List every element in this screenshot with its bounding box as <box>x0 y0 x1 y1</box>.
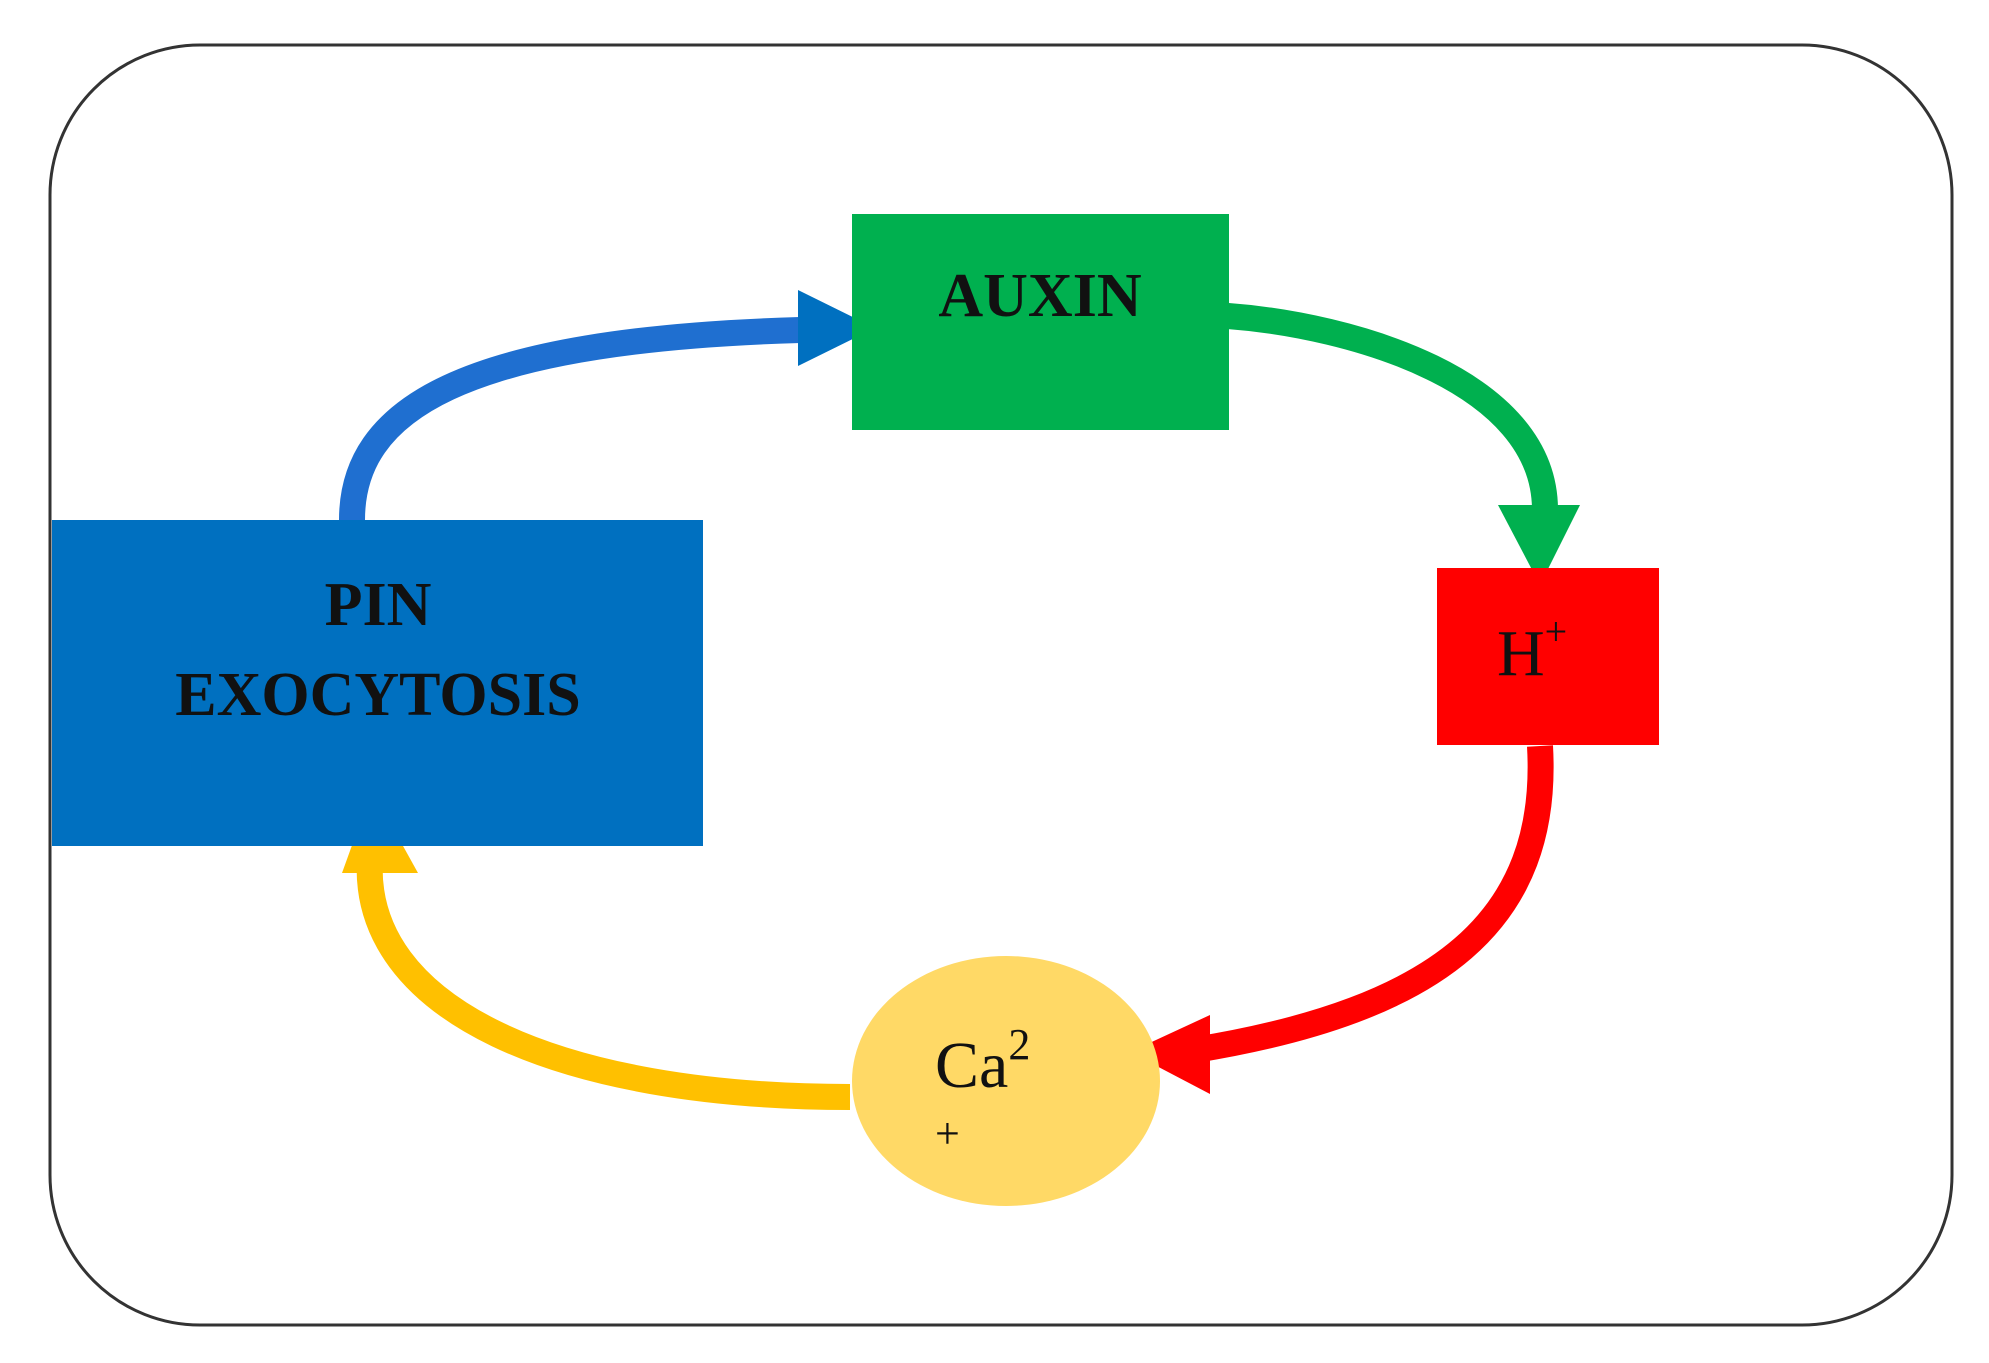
node-proton: H+ <box>1437 568 1659 745</box>
auxin-box <box>852 214 1229 430</box>
edge-pin-to-auxin <box>339 290 875 521</box>
proton-box <box>1437 568 1659 745</box>
proton-label-sup: + <box>1545 609 1568 654</box>
edge-auxin-to-proton <box>1227 303 1580 585</box>
calcium-label-base: Ca <box>935 1029 1008 1102</box>
node-pin-exocytosis: PIN EXOCYTOSIS <box>52 520 703 846</box>
node-auxin: AUXIN <box>852 214 1229 430</box>
calcium-label-sup: 2 <box>1008 1020 1030 1069</box>
arrowhead-pin-to-auxin <box>798 290 875 366</box>
calcium-ellipse <box>852 956 1160 1206</box>
pin-exocytosis-box <box>52 520 703 846</box>
proton-label-base: H <box>1497 617 1545 690</box>
pin-label-line1: PIN <box>325 571 432 639</box>
pin-label-line2: EXOCYTOSIS <box>175 661 580 729</box>
auxin-label: AUXIN <box>938 262 1141 330</box>
arrowhead-proton-to-calcium <box>1130 1015 1210 1094</box>
arrowhead-auxin-to-proton <box>1498 505 1580 585</box>
calcium-label-sub: + <box>935 1109 960 1158</box>
node-calcium: Ca2 + <box>852 956 1160 1206</box>
proton-label: H+ <box>1497 609 1567 690</box>
calcium-label: Ca2 <box>935 1020 1030 1102</box>
edge-proton-to-calcium <box>1130 745 1554 1094</box>
